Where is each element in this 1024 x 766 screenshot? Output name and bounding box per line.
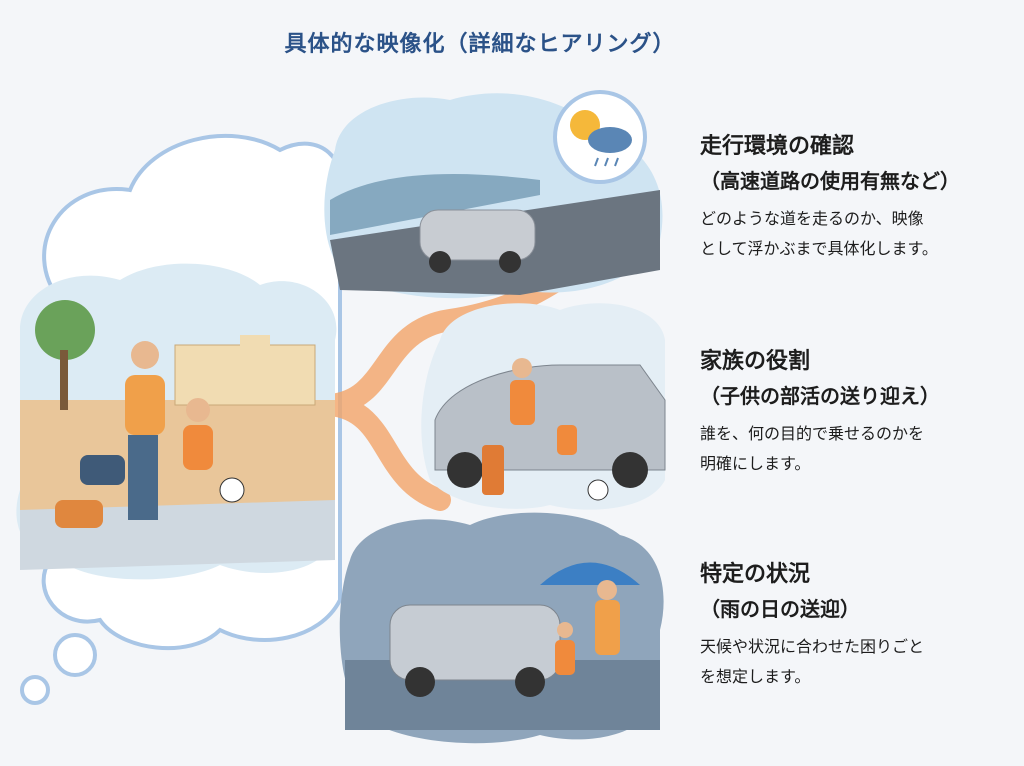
section-heading: 家族の役割 — [700, 349, 811, 374]
section-subheading: （高速道路の使用有無など） — [700, 169, 960, 193]
scene-school — [16, 263, 337, 580]
thought-bubble-small — [53, 633, 97, 677]
section-subheading: （雨の日の送迎） — [700, 597, 860, 621]
section-body-line: どのような道を走るのか、映像 — [700, 209, 924, 228]
raindrops-icon — [594, 157, 619, 167]
section-heading: 特定の状況 — [700, 562, 811, 587]
section-driving-environment: 走行環境の確認 （高速道路の使用有無など） どのような道を走るのか、映像として浮… — [700, 130, 1020, 264]
section-subheading: （子供の部活の送り迎え） — [700, 384, 940, 408]
section-family-role: 家族の役割 （子供の部活の送り迎え） 誰を、何の目的で乗せるのかを明確にします。 — [700, 345, 1020, 479]
section-specific-situation: 特定の状況 （雨の日の送迎） 天候や状況に合わせた困りごとを想定します。 — [700, 558, 1020, 692]
section-body-line: 明確にします。 — [700, 454, 811, 473]
page-title: 具体的な映像化（詳細なヒアリング） — [284, 32, 676, 57]
scene-family-car — [421, 303, 666, 510]
section-body-line: として浮かぶまで具体化します。 — [700, 239, 938, 258]
section-body-line: 天候や状況に合わせた困りごと — [700, 637, 925, 656]
section-body-line: を想定します。 — [700, 667, 811, 686]
thought-bubble-tiny — [20, 675, 50, 705]
scene-rainy-day — [339, 512, 664, 744]
rain-cloud-icon — [588, 127, 632, 153]
section-heading: 走行環境の確認 — [700, 134, 855, 159]
section-body-line: 誰を、何の目的で乗せるのかを — [700, 424, 925, 443]
